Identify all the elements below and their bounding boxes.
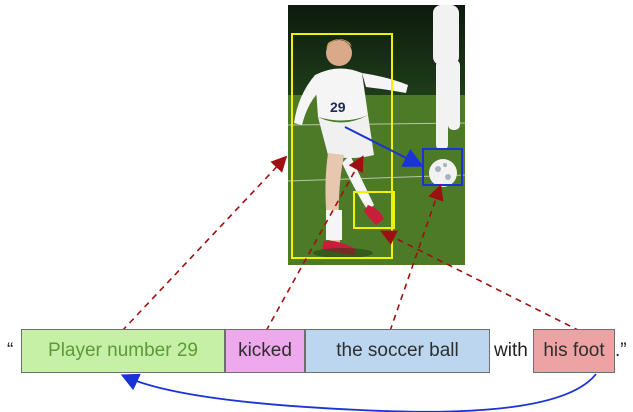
photo-illustration: 29	[288, 5, 465, 265]
player-photo: 29	[288, 5, 465, 265]
coreference-arrow	[120, 373, 597, 412]
player-bounding-box	[291, 33, 393, 259]
grounding-arrow-ball	[389, 183, 444, 332]
kick-relation-arrow	[344, 126, 424, 167]
grounding-arrow-foot	[380, 230, 581, 332]
grounding-arrow-player	[121, 155, 288, 332]
foot-bounding-box	[353, 191, 395, 229]
ball-bounding-box	[422, 148, 463, 186]
jersey-number: 29	[330, 99, 346, 115]
grounding-arrow-kicked	[265, 155, 364, 332]
